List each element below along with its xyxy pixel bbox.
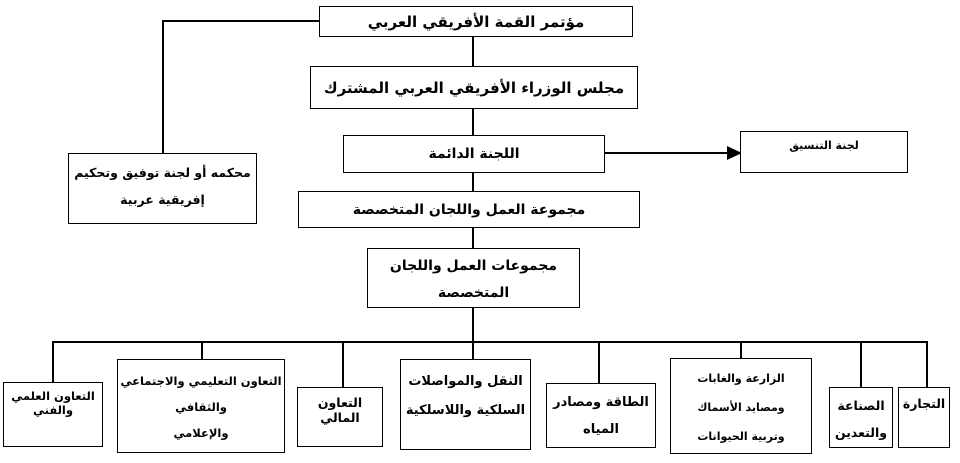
node-work-groups-and-committees: مجموعات العمل واللجان المتخصصة — [367, 248, 580, 308]
node-joint-ministerial-council: مجلس الوزراء الأفريقي العربي المشترك — [310, 66, 638, 109]
node-arbitration-court: محكمه أو لجنة توفيق وتحكيم إفريقية عربية — [68, 153, 257, 224]
node-label: التجارة — [902, 396, 946, 411]
connector-drop-education — [201, 341, 203, 359]
connector-work-group-to-work-groups — [472, 228, 474, 248]
node-label-line2: إفريقية عربية — [120, 192, 205, 207]
node-label-line2: المياه — [583, 422, 619, 437]
connector-standing-to-coordination-arrow-line — [605, 152, 729, 154]
node-label-line2: ومصايد الأسماك — [697, 401, 785, 414]
connector-council-to-standing-committee — [472, 109, 474, 135]
node-energy-water-resources: الطاقة ومصادر المياه — [546, 383, 656, 448]
connector-summit-to-court-vertical — [162, 20, 164, 153]
connector-drop-energy — [598, 341, 600, 383]
connector-drop-industry — [860, 341, 862, 387]
node-agriculture-forests-fisheries-livestock: الزارعة والغابات ومصايد الأسماك وتربية ا… — [670, 358, 812, 454]
node-summit-conference: مؤتمر القمة الأفريقي العربي — [319, 6, 633, 37]
node-education-social-cultural-media-cooperation: التعاون التعليمي والاجتماعي والثقافي وال… — [117, 359, 285, 453]
node-label-line1: الطاقة ومصادر — [553, 395, 649, 410]
node-transport-telecom: النقل والمواصلات السلكية واللاسلكية — [400, 359, 531, 450]
node-standing-committee: اللجنة الدائمة — [343, 135, 605, 173]
node-label-line1: الصناعة — [837, 398, 885, 413]
connector-drop-scientific — [52, 341, 54, 382]
node-work-group-and-committees: مجموعة العمل واللجان المتخصصة — [298, 191, 640, 228]
node-scientific-technical-cooperation: التعاون العلمي والفني — [3, 382, 103, 447]
node-label: التعاون العلمي والفني — [11, 389, 95, 417]
node-label-line1: مجموعات العمل واللجان — [389, 258, 558, 274]
node-label-line1: النقل والمواصلات — [408, 374, 523, 389]
node-label-line2: السلكية واللاسلكية — [405, 403, 526, 418]
node-label-line1: الزارعة والغابات — [697, 372, 785, 385]
node-industry-mining: الصناعة والتعدين — [829, 387, 893, 448]
node-label: اللجنة الدائمة — [428, 146, 520, 162]
connector-drop-financial — [342, 341, 344, 387]
connector-drop-agriculture — [740, 341, 742, 358]
node-label-line1: التعاون التعليمي والاجتماعي والثقافي — [120, 374, 282, 414]
connector-bottom-rail — [52, 341, 928, 343]
node-label-line1: محكمه أو لجنة توفيق وتحكيم — [74, 165, 251, 180]
connector-summit-to-council — [472, 37, 474, 66]
node-trade: التجارة — [898, 387, 950, 448]
node-label: مجموعة العمل واللجان المتخصصة — [352, 201, 586, 218]
connector-drop-trade — [926, 341, 928, 387]
node-label: التعاون المالي — [317, 395, 363, 425]
node-label: مجلس الوزراء الأفريقي العربي المشترك — [323, 78, 625, 97]
node-financial-cooperation: التعاون المالي — [297, 387, 383, 447]
connector-summit-to-court-horizontal — [163, 20, 319, 22]
arrowhead-icon — [727, 146, 742, 160]
node-label-line2: المتخصصة — [437, 285, 510, 301]
node-coordination-committee: لجنة التنسيق — [740, 131, 908, 173]
connector-standing-to-work-group — [472, 173, 474, 191]
node-label: مؤتمر القمة الأفريقي العربي — [367, 12, 585, 31]
node-label-line2: والإعلامي — [173, 426, 229, 440]
connector-work-groups-to-rail — [472, 308, 474, 360]
node-label-line2: والتعدين — [834, 425, 888, 440]
node-label-line3: وتربية الحيوانات — [697, 430, 785, 443]
node-label: لجنة التنسيق — [789, 139, 859, 152]
